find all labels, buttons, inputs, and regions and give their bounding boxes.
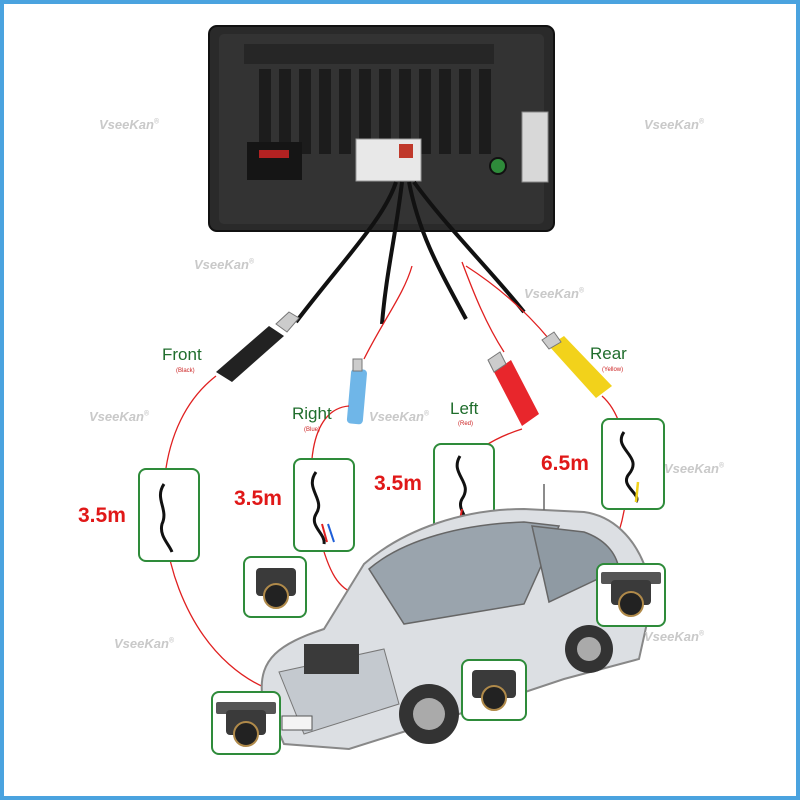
rca-connector-rear-icon [542,332,612,398]
camera-top-left-icon [244,557,306,617]
watermark-8: VseeKan® [114,636,174,651]
extension-cable-front-icon [139,469,199,561]
watermark-2: VseeKan® [644,117,704,132]
left-color-note: (Red) [458,421,473,427]
watermark-5: VseeKan® [89,409,149,424]
front-color-note: (Black) [176,368,195,374]
right-length: 3.5m [234,487,282,511]
front-label: Front [162,345,202,365]
watermark-1: VseeKan® [99,117,159,132]
left-label: Left [450,399,478,419]
right-label: Right [292,404,332,424]
camera-front-icon [212,692,280,754]
head-unit-icon [209,26,554,231]
rear-length: 6.5m [541,452,589,476]
right-color-note: (Blue) [304,427,320,433]
front-length: 3.5m [78,504,126,528]
rear-label: Rear [590,344,627,364]
extension-cable-right-icon [294,459,354,551]
rca-connector-left-icon [488,352,539,426]
rca-connector-front-icon [216,312,299,382]
watermark-7: VseeKan® [664,461,724,476]
watermark-6: VseeKan® [369,409,429,424]
watermark-4: VseeKan® [524,286,584,301]
camera-rear-icon [597,564,665,626]
extension-cable-rear-icon [602,419,664,509]
rca-connector-right-icon [347,359,368,425]
left-length: 3.5m [374,472,422,496]
camera-left-icon [462,660,526,720]
watermark-3: VseeKan® [194,257,254,272]
watermark-9: VseeKan® [644,629,704,644]
rear-color-note: (Yellow) [602,367,623,373]
